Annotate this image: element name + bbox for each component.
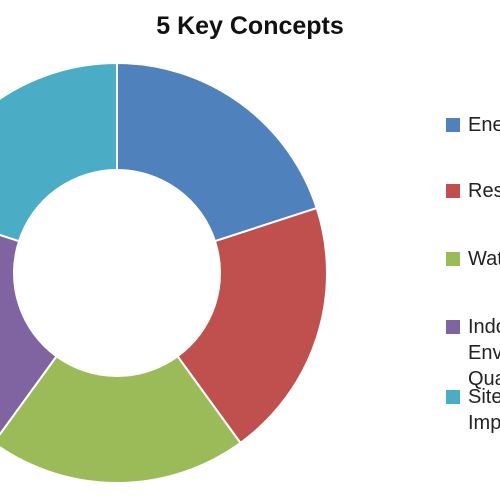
donut-slice-energy — [116, 61, 318, 243]
legend-swatch-site-impact — [446, 390, 460, 404]
legend-label-energy: Energy — [468, 114, 500, 136]
legend-label-indoor-environmental-quality: Indoor Environmental Quality — [468, 316, 500, 390]
legend-label-site-impact: Site Impact — [468, 386, 500, 434]
legend-label-resources: Resources — [468, 180, 500, 202]
donut-slice-indoor-environmental-quality — [0, 233, 58, 436]
chart-title: 5 Key Concepts — [156, 12, 344, 40]
chart-legend: Energy Resources Water Indoor Environmen… — [446, 0, 500, 500]
legend-label-water: Water — [468, 248, 500, 270]
donut-slice-site-impact — [0, 61, 118, 243]
legend-swatch-resources — [446, 184, 460, 198]
legend-swatch-water — [446, 252, 460, 266]
donut-slice-resources — [176, 206, 328, 445]
legend-swatch-indoor-environmental-quality — [446, 320, 460, 334]
legend-swatch-energy — [446, 118, 460, 132]
donut-slice-water — [0, 354, 242, 485]
